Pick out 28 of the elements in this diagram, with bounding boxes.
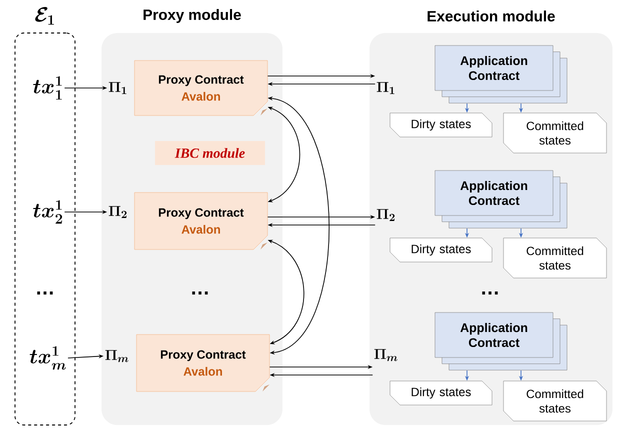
state-box: Committed states — [503, 380, 607, 422]
contract-stack: Application Contract — [434, 312, 568, 370]
proxy-contract-box: Proxy Contract Avalon — [136, 334, 270, 392]
node-label: Execution module — [428, 10, 555, 22]
shard-label: $\Pi_2$ — [108, 206, 127, 218]
ellipsis: … — [37, 292, 53, 294]
transaction-label: $tx_m^1$ — [30, 346, 66, 370]
transaction-label: $tx_2^1$ — [33, 200, 62, 224]
shard-label: $\Pi_m$ — [374, 349, 398, 362]
shard-label: $\Pi_2$ — [376, 209, 395, 221]
state-box: Committed states — [503, 238, 607, 278]
module-tag: IBC module — [155, 141, 265, 165]
proxy-contract-box: Proxy Contract Avalon — [134, 60, 268, 116]
state-box: Dirty states — [390, 112, 492, 138]
contract-stack: Application Contract — [434, 45, 568, 104]
transaction-label: $tx_1^1$ — [33, 76, 62, 100]
shard-label: $\Pi_1$ — [376, 82, 394, 94]
state-box: Dirty states — [390, 380, 492, 406]
state-box: Dirty states — [390, 238, 492, 262]
node-label: $\mathcal{E}_1$ — [35, 7, 54, 25]
shard-label: $\Pi_m$ — [105, 350, 128, 362]
ellipsis: … — [482, 292, 498, 294]
node-label: Proxy module — [144, 9, 241, 23]
ellipsis: … — [192, 292, 208, 294]
state-box: Committed states — [503, 112, 607, 154]
contract-stack: Application Contract — [434, 170, 568, 228]
shard-label: $\Pi_1$ — [108, 82, 126, 94]
proxy-contract-box: Proxy Contract Avalon — [134, 192, 268, 250]
